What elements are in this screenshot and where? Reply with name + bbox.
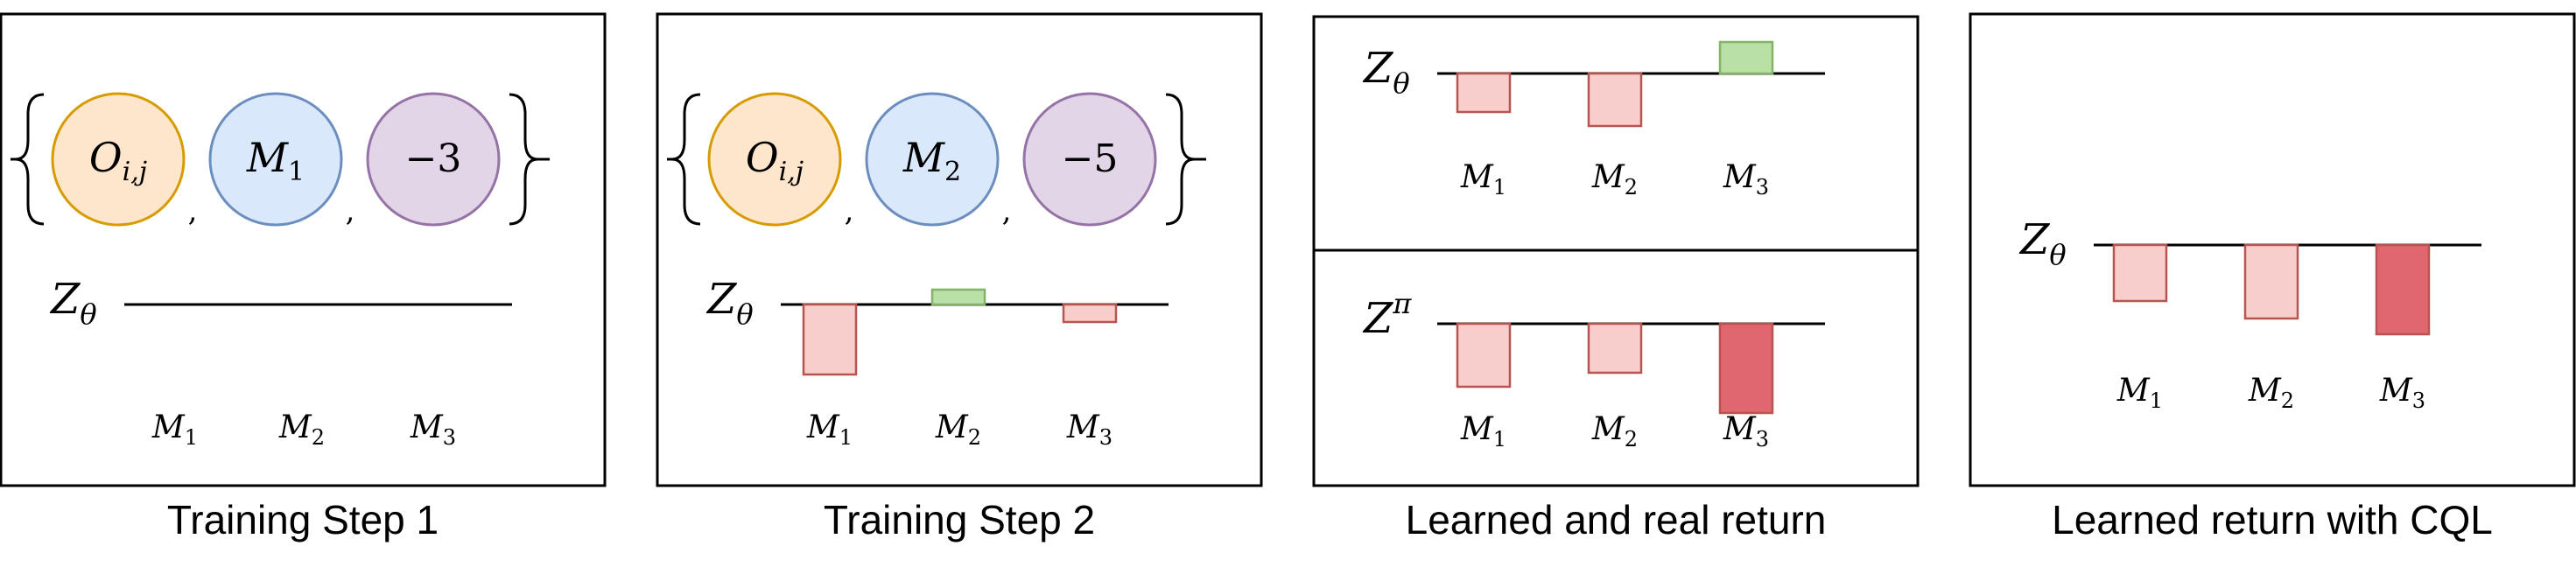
return-bar-m1 xyxy=(2112,243,2168,303)
reward-node xyxy=(1022,92,1157,227)
panel-1-caption: Training Step 1 xyxy=(166,497,439,542)
return-bar-m2 xyxy=(2243,243,2299,320)
observation-label: Oi,j xyxy=(89,134,147,187)
z-axis-label: Zθ xyxy=(705,275,754,331)
return-bar-m3 xyxy=(1718,322,1774,415)
bar-label-m3: M3 xyxy=(2379,373,2425,413)
panel-2-caption: Training Step 2 xyxy=(823,497,1096,542)
right-brace xyxy=(1165,93,1195,226)
panel-1-tuple: Oi,j , M1 , −3 xyxy=(11,92,550,228)
panel-4-caption: Learned return with CQL xyxy=(2052,497,2493,542)
return-bar-m1 xyxy=(1456,72,1512,114)
observation-node xyxy=(51,92,186,227)
z-axis-label: Zπ xyxy=(1362,287,1412,343)
return-bar-m3 xyxy=(1718,40,1774,75)
model-node xyxy=(865,92,1000,227)
observation-label: Oi,j xyxy=(746,134,804,187)
left-brace xyxy=(671,93,701,226)
bar-label-m3: M3 xyxy=(1066,410,1113,450)
bar-label-m2: M2 xyxy=(1591,411,1638,452)
bar-label-m3: M3 xyxy=(1723,411,1769,452)
return-bar-m2 xyxy=(930,288,986,306)
reward-label: −5 xyxy=(1062,136,1119,181)
panel-2-frame xyxy=(656,12,1263,487)
return-bar-m3 xyxy=(2375,243,2431,336)
bar-label-m2: M2 xyxy=(2248,373,2294,413)
return-bar-m2 xyxy=(1587,322,1643,374)
panel-3-caption: Learned and real return xyxy=(1405,497,1827,542)
right-brace xyxy=(509,93,538,226)
model-node xyxy=(208,92,343,227)
bar-label-m2: M2 xyxy=(1591,159,1638,200)
model-label: M1 xyxy=(246,134,305,187)
bar-label-m1: M1 xyxy=(151,410,198,450)
reward-label: −3 xyxy=(405,136,462,181)
tuple-comma: , xyxy=(188,193,198,228)
bar-label-m1: M1 xyxy=(806,410,853,450)
return-bar-m1 xyxy=(802,303,858,376)
return-bar-m3 xyxy=(1062,303,1118,324)
tuple-comma: , xyxy=(1002,193,1012,228)
z-axis-label: Zθ xyxy=(2018,215,2067,271)
tuple-comma: , xyxy=(346,193,355,228)
tuple-comma: , xyxy=(845,193,854,228)
panel-1-frame xyxy=(0,12,607,487)
bar-label-m3: M3 xyxy=(410,410,456,450)
panel-2-tuple: Oi,j , M2 , −5 xyxy=(667,92,1206,228)
bar-label-m3: M3 xyxy=(1723,159,1769,200)
model-label: M2 xyxy=(902,134,961,187)
z-axis-label: Zθ xyxy=(49,275,97,331)
bar-label-m1: M1 xyxy=(2116,373,2163,413)
bar-label-m2: M2 xyxy=(278,410,325,450)
return-bar-m1 xyxy=(1456,322,1512,388)
z-axis-label: Zθ xyxy=(1362,44,1410,100)
bar-label-m1: M1 xyxy=(1460,159,1506,200)
bar-label-m1: M1 xyxy=(1460,411,1506,452)
bar-label-m2: M2 xyxy=(935,410,981,450)
observation-node xyxy=(707,92,842,227)
return-bar-m2 xyxy=(1587,72,1643,128)
reward-node xyxy=(366,92,501,227)
left-brace xyxy=(15,93,45,226)
panel-4-frame xyxy=(1969,12,2576,487)
